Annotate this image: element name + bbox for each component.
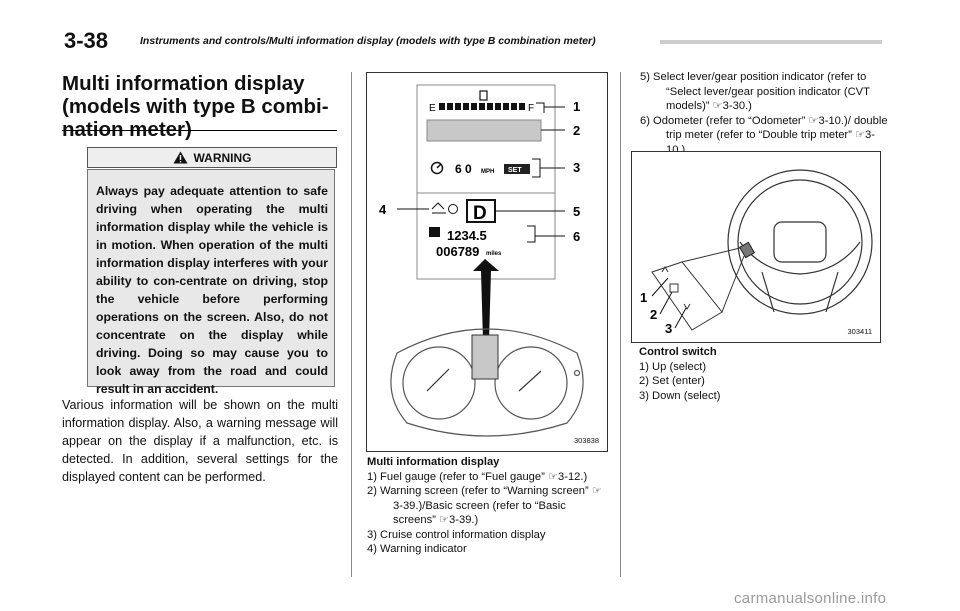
list-item: 3) Cruise control information display [367,528,546,541]
steering-wheel [727,169,873,315]
figure-id: 303411 [847,327,872,336]
title-rule [62,130,337,131]
list-item: 1) Up (select) [639,360,707,373]
fuel-empty-label: E [429,103,436,114]
instrument-cluster [390,328,584,437]
page-number: 3-38 [64,28,109,53]
warning-triangle-icon [173,151,187,164]
tachometer [494,346,568,420]
figure-id: 303838 [573,436,599,445]
section-title-line: nation meter) [62,118,192,141]
fuel-full-label: F [528,103,534,114]
speedometer [402,346,476,420]
watermark: carmanualsonline.info [734,590,887,607]
callout-1: 1 [573,99,580,114]
list-item: 2) Set (enter) [639,375,705,387]
traction-icon [448,204,458,214]
warning-text: Always pay adequate attention to safe dr… [87,169,335,396]
figure1-caption: Multi information display 1) Fuel gauge … [367,455,610,557]
meter-illustration: E F 6 0 MPH SET [379,84,584,437]
figure2-caption: Control switch 1) Up (select) 2) Set (en… [639,345,879,403]
callout-1: 1 [640,290,647,305]
fuel-gauge: E F [429,90,534,114]
down-arrow-icon [683,303,691,310]
callout-3: 3 [573,160,580,175]
cluster-display-highlight [471,334,499,380]
figure-control-switch: 1 2 3 303411 [631,151,881,343]
pointer-arrow [473,259,499,341]
caption-title: Control switch [639,346,717,358]
running-title: Instruments and controls/Multi informati… [140,35,596,47]
set-indicator: SET [508,167,522,174]
callout-6: 6 [573,229,580,244]
warning-header: WARNING [87,147,337,168]
speed-unit: MPH [481,169,494,175]
section-title-line: Multi information display [62,72,305,95]
warning-indicator [431,202,458,214]
section-title: Multi information display (models with t… [62,72,337,141]
callout-2: 2 [573,123,580,138]
trip-meter: 1234.5 [447,228,487,243]
warning-screen [426,119,542,142]
list-item: 6) Odometer (refer to “Odometer” ☞3-10.)… [640,114,888,156]
gear-position-indicator: D [473,203,487,224]
cruise-speed: 6 0 [455,162,472,176]
warning-lamp-icon [431,202,446,214]
right-column-list: 5) Select lever/gear position indicator … [640,70,890,157]
list-item: 2) Warning screen (refer to “Warning scr… [367,485,602,526]
list-item: 1) Fuel gauge (refer to “Fuel gauge” ☞3-… [367,470,588,483]
up-arrow-icon [661,266,669,273]
column-divider [620,72,621,577]
odometer-unit: miles [486,251,502,257]
column-divider [351,72,352,577]
section-title-line: (models with type B combi- [62,95,329,118]
steering-wheel-illustration: 1 2 3 [640,169,873,336]
header-rule [660,40,882,44]
cruise-control-display: 6 0 MPH SET [430,161,530,176]
fuel-pump-icon [479,90,488,101]
callout-4: 4 [379,202,387,217]
odometer: 006789 [436,244,479,259]
set-button-icon [669,283,679,293]
list-item: 5) Select lever/gear position indicator … [640,71,870,112]
callout-2: 2 [650,307,657,322]
callout-5: 5 [573,204,580,219]
list-item: 4) Warning indicator [367,543,467,555]
figure-multi-info-display: E F 6 0 MPH SET [366,72,608,452]
control-switch-highlight [738,241,756,259]
warning-label: WARNING [193,150,252,165]
body-paragraph: Various information will be shown on the… [62,398,338,484]
callout-3: 3 [665,321,672,336]
cruise-icon [430,161,444,175]
list-item: 3) Down (select) [639,389,721,402]
caption-title: Multi information display [367,456,500,468]
